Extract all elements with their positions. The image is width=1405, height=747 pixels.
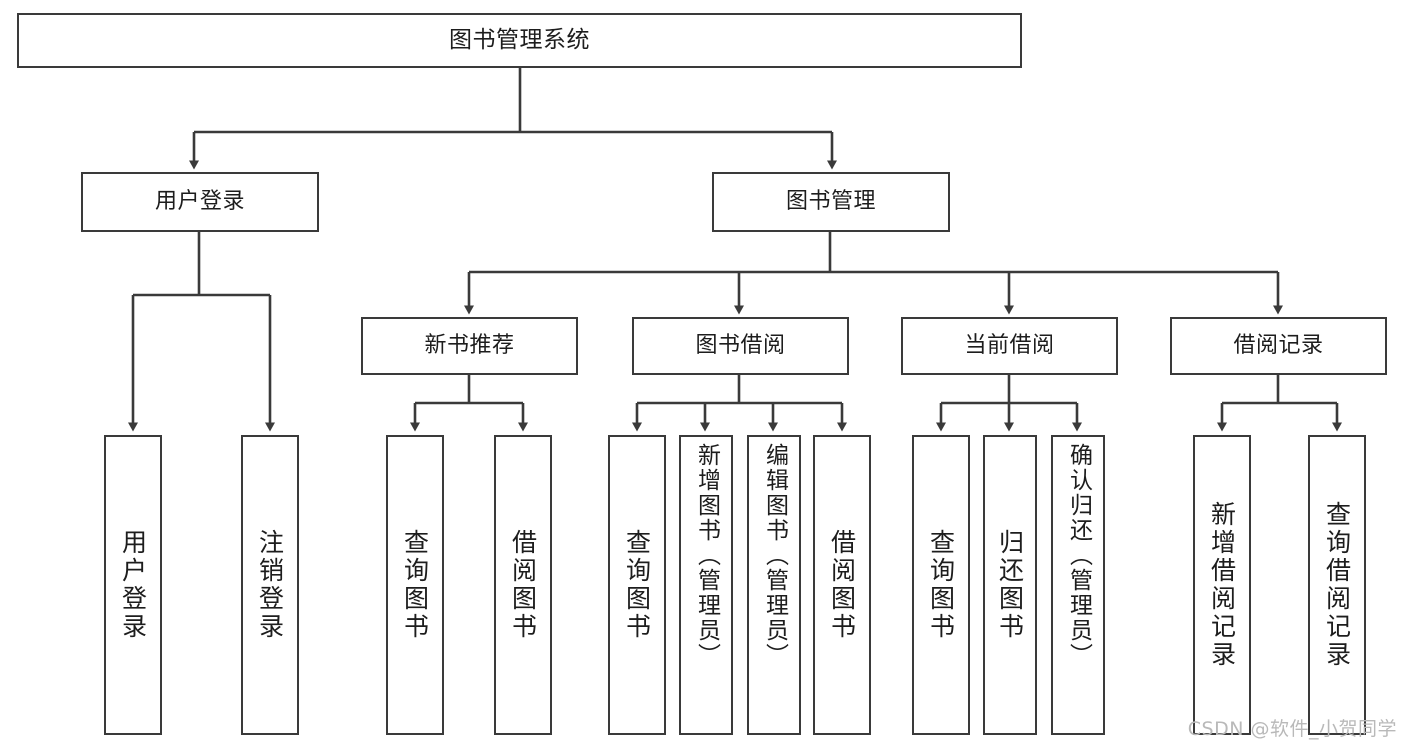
node-label: 新增图书（管理员） <box>693 443 720 668</box>
node-label: 借阅记录 <box>1233 333 1324 359</box>
leaf-book-borrow-lend[interactable]: 借阅图书 <box>813 435 871 735</box>
node-label: 新增借阅记录 <box>1207 501 1237 669</box>
leaf-borrow-records-add[interactable]: 新增借阅记录 <box>1193 435 1251 735</box>
node-label: 查询图书 <box>622 529 652 641</box>
leaf-current-borrow-confirm-return[interactable]: 确认归还（管理员） <box>1051 435 1105 735</box>
node-label: 图书管理 <box>785 189 876 215</box>
node-label: 注销登录 <box>255 529 285 641</box>
node-label: 用户登录 <box>154 189 245 215</box>
leaf-user-login-signin[interactable]: 用户登录 <box>104 435 162 735</box>
node-label: 借阅图书 <box>827 529 857 641</box>
node-label: 编辑图书（管理员） <box>761 443 788 668</box>
node-book-borrow[interactable]: 图书借阅 <box>632 317 849 375</box>
node-label: 归还图书 <box>995 529 1025 641</box>
node-label: 新书推荐 <box>424 333 515 359</box>
node-current-borrow[interactable]: 当前借阅 <box>901 317 1118 375</box>
node-borrow-records[interactable]: 借阅记录 <box>1170 317 1387 375</box>
node-label: 图书借阅 <box>695 333 786 359</box>
node-label: 确认归还（管理员） <box>1065 443 1092 668</box>
node-new-book-recommend[interactable]: 新书推荐 <box>361 317 578 375</box>
leaf-current-borrow-query[interactable]: 查询图书 <box>912 435 970 735</box>
leaf-book-borrow-edit[interactable]: 编辑图书（管理员） <box>747 435 801 735</box>
leaf-current-borrow-return[interactable]: 归还图书 <box>983 435 1037 735</box>
leaf-book-borrow-query[interactable]: 查询图书 <box>608 435 666 735</box>
node-label: 图书管理系统 <box>449 26 590 53</box>
node-label: 借阅图书 <box>508 529 538 641</box>
node-label: 查询借阅记录 <box>1322 501 1352 669</box>
leaf-user-login-signout[interactable]: 注销登录 <box>241 435 299 735</box>
node-label: 当前借阅 <box>964 333 1055 359</box>
leaf-new-book-query[interactable]: 查询图书 <box>386 435 444 735</box>
node-label: 查询图书 <box>400 529 430 641</box>
node-root-system[interactable]: 图书管理系统 <box>17 13 1022 68</box>
node-label: 查询图书 <box>926 529 956 641</box>
leaf-new-book-borrow[interactable]: 借阅图书 <box>494 435 552 735</box>
node-book-management[interactable]: 图书管理 <box>712 172 950 232</box>
leaf-borrow-records-query[interactable]: 查询借阅记录 <box>1308 435 1366 735</box>
leaf-book-borrow-add[interactable]: 新增图书（管理员） <box>679 435 733 735</box>
node-label: 用户登录 <box>118 529 148 641</box>
csdn-watermark: CSDN @软件_小贺同学 <box>1187 718 1397 740</box>
node-user-login[interactable]: 用户登录 <box>81 172 319 232</box>
